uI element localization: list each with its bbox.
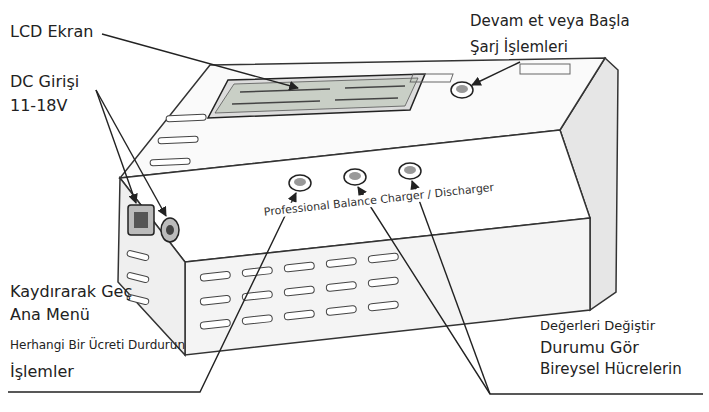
vent-slot <box>127 272 150 283</box>
vent-slot <box>200 319 231 329</box>
left-face <box>118 178 185 355</box>
vent-slot <box>150 158 190 166</box>
vent-slot <box>284 262 315 272</box>
callout-label: LCD Ekran <box>10 22 93 41</box>
callout-note: Herhangi Bir Ücreti Durdurun <box>10 338 185 352</box>
lcd-segments <box>232 86 405 104</box>
vent-slot <box>368 277 399 287</box>
callout-label: Şarj İşlemleri <box>470 38 568 56</box>
vent-slot <box>326 281 357 291</box>
vent-slot <box>326 305 357 315</box>
callout-label: Bireysel Hücrelerin <box>540 360 682 378</box>
vent-slot <box>166 114 206 122</box>
callout-note: Değerleri Değiştir <box>540 318 655 334</box>
dc-port-square <box>128 205 154 235</box>
vent-slot <box>284 310 315 320</box>
vent-slot <box>127 250 150 261</box>
dc-port-pin <box>134 212 148 228</box>
vent-slot <box>284 286 315 296</box>
vent-slot <box>200 271 231 281</box>
vent-slots <box>150 114 206 166</box>
callout-label: İşlemler <box>10 362 74 381</box>
vent-slot <box>368 301 399 311</box>
vent-slot <box>200 295 231 305</box>
lcd-glass <box>215 78 418 113</box>
dc-port-hole <box>166 225 174 235</box>
callout-label: Ana Menü <box>10 305 90 324</box>
callout-label: Durumu Gör <box>540 338 639 357</box>
callout-label: DC Girişi <box>10 72 79 91</box>
vent-slot <box>326 257 357 267</box>
model-mark <box>520 64 570 74</box>
dc-port-round <box>161 218 179 242</box>
button-cap <box>294 85 468 186</box>
callout-label: 11-18V <box>10 96 67 115</box>
vent-slot <box>242 315 273 325</box>
push-button <box>289 82 473 191</box>
leader-line <box>8 34 703 394</box>
vent-slot <box>158 136 198 144</box>
lcd-screen <box>208 74 425 118</box>
brand-mark <box>410 74 453 82</box>
vent-slot <box>368 253 399 263</box>
front-face <box>185 218 590 355</box>
callout-label: Kaydırarak Geç <box>10 282 132 301</box>
vent-slots <box>200 253 399 330</box>
callout-label: Devam et veya Başla <box>470 12 630 30</box>
